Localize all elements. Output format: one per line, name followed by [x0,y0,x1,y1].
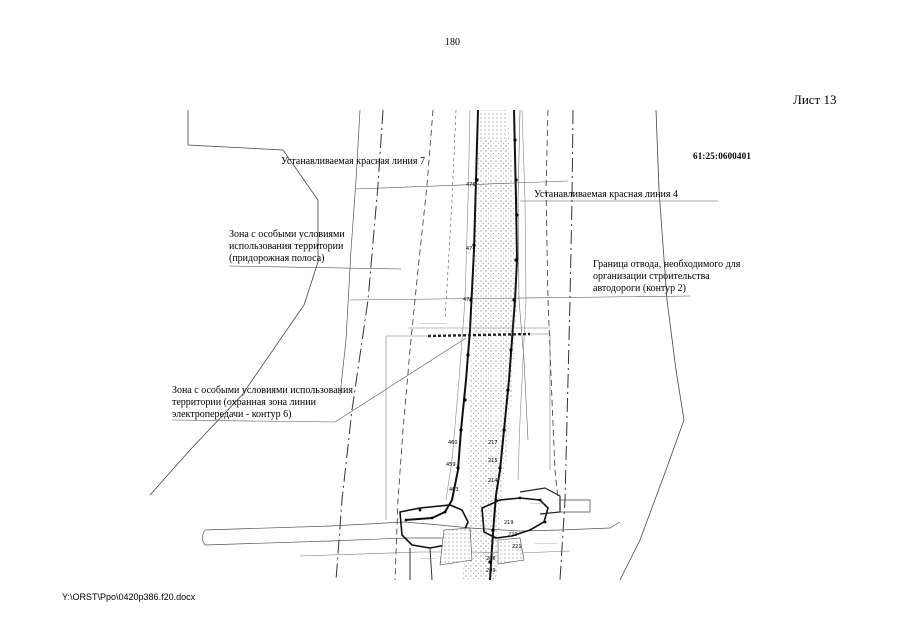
point-number: 474 [466,246,476,252]
right-dashed-1 [545,109,559,501]
label-zone-power-line: Зона с особыми условиями использования т… [172,385,353,421]
label-allotment-boundary-line: Граница отвода, необходимого для [593,259,741,270]
red-line-7-leader [354,180,569,190]
point-number: 214 [488,478,498,484]
point-number: 215 [488,458,498,464]
label-zone-power-line-text: территории (охранная зона линии [172,397,316,408]
svg-text:───────: ─────── [419,556,437,561]
svg-text:─────────: ───────── [534,541,557,546]
cadastral-quarter-number: 61:25:0600401 [693,151,752,161]
red-line-7 [404,109,479,521]
point-number: 208 [486,556,496,562]
point-number: 459 [446,462,456,468]
point-number: 220 [508,532,518,538]
svg-text:──────: ────── [529,501,545,506]
label-zone-power-line-text: электропередачи - контур 6) [172,409,292,420]
point-number: 473 [463,297,473,303]
crossing-road [204,521,621,532]
road-zone-boundary [339,109,361,396]
page-number: 180 [445,37,460,48]
right-dashed-2 [559,109,574,581]
zone-power-leader [171,337,467,423]
point-number: 463 [449,487,459,493]
inner-dashed-left [394,109,434,581]
red-line-4 [489,109,519,581]
label-allotment-boundary: Граница отвода, необходимого для организ… [593,259,740,295]
point-number: 209 [486,568,496,574]
point-number: 221 [512,544,522,550]
point-number: 476 [466,182,476,188]
sheet-label: Лист 13 [793,92,837,107]
file-path: Y:\ORST\Ppo\0420p386.f20.docx [62,592,196,602]
label-allotment-boundary-line: организации строительства [593,271,710,282]
point-number: 219 [504,520,514,526]
label-zone-roadside: Зона с особыми условиями использования т… [229,229,345,265]
right-boundary-line [619,109,685,581]
inner-dashed-left-2 [444,109,457,321]
label-zone-power-line-text: Зона с особыми условиями использования [172,385,353,396]
label-red-line-7: Устанавливаемая красная линия 7 [281,156,426,167]
power-zone-dashed [335,109,384,581]
point-number: 460 [448,440,458,446]
boundary-leader [349,295,691,301]
right-thin-line [517,109,529,441]
point-number: 217 [488,440,498,446]
road-corridor-upper-extension [480,110,508,140]
label-red-line-4: Устанавливаемая красная линия 4 [534,189,679,200]
svg-text:───────────: ─────────── [419,321,447,326]
zone-road-leader [228,265,402,270]
label-zone-roadside-line: использования территории [229,241,344,252]
left-boundary-line [149,110,319,496]
label-zone-roadside-line: Зона с особыми условиями [229,229,345,240]
road-corridor [462,110,517,580]
label-zone-roadside-line: (придорожная полоса) [229,253,325,264]
label-allotment-boundary-line: автодороги (контур 2) [593,283,687,294]
